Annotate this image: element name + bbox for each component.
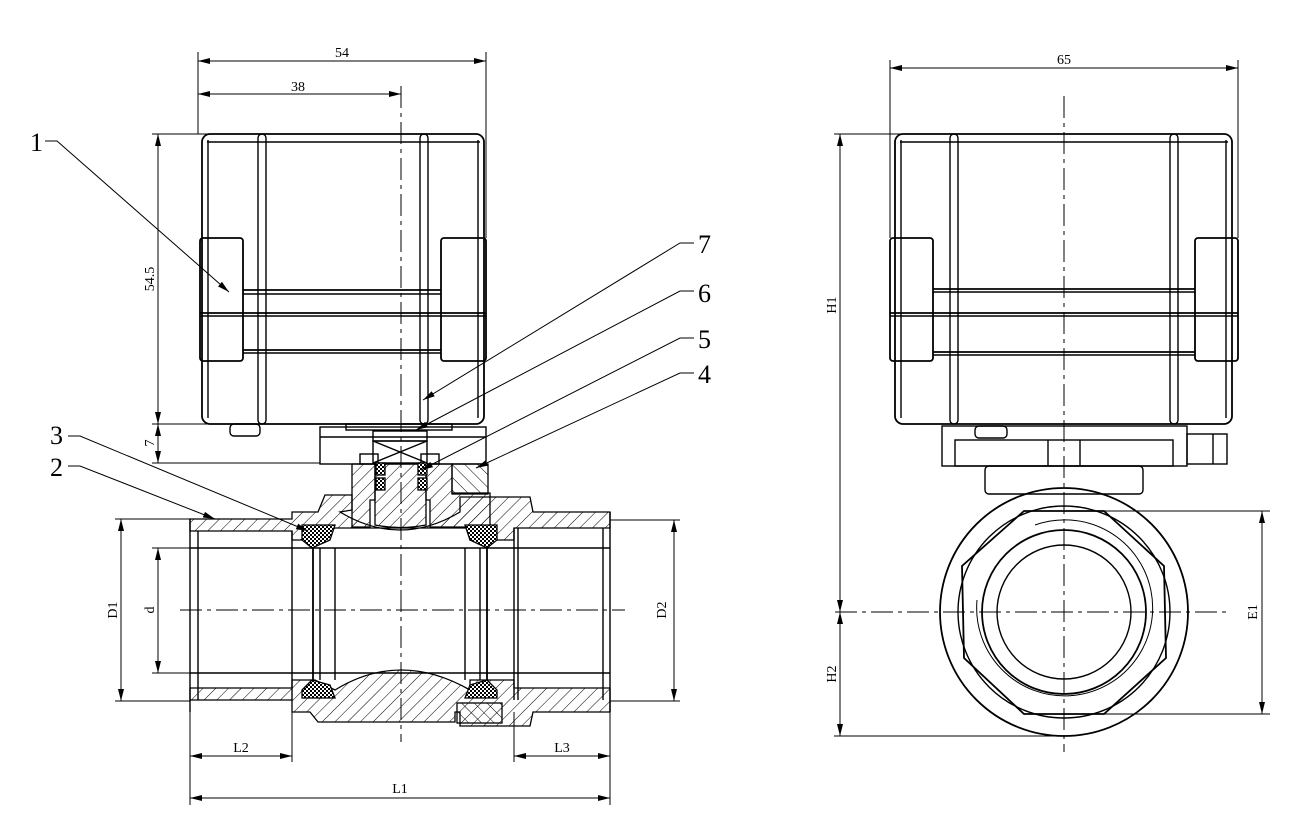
dim-38-label: 38 (291, 80, 305, 95)
dimension-d: d (143, 547, 190, 674)
dim-E1-label: E1 (1246, 604, 1261, 620)
dim-d-label: d (143, 607, 158, 614)
dimension-54-5: 54.5 (143, 133, 260, 425)
dim-7-label: 7 (143, 440, 158, 447)
dimension-7: 7 (143, 424, 320, 464)
dim-L2-label: L2 (233, 741, 249, 756)
front-view: 54 38 54.5 7 D1 d (30, 46, 711, 805)
dim-54-5-label: 54.5 (143, 267, 158, 292)
mounting-bracket (319, 423, 487, 465)
callout-6-label: 6 (698, 279, 711, 308)
dim-L1-label: L1 (392, 782, 408, 797)
callout-5: 5 (420, 325, 711, 471)
callout-1: 1 (30, 128, 230, 293)
callout-4-label: 4 (698, 360, 711, 389)
dim-H1-label: H1 (825, 296, 840, 313)
dim-65-label: 65 (1057, 53, 1071, 68)
dim-L3-label: L3 (554, 741, 570, 756)
side-bracket (941, 425, 1228, 495)
dimension-H2: H2 (825, 612, 1064, 737)
valve-body (189, 494, 611, 727)
callout-2-leader (68, 465, 216, 520)
valve-bonnet (351, 462, 491, 529)
callout-2: 2 (50, 453, 63, 482)
callout-6: 6 (415, 279, 711, 431)
dimension-L1: L1 (190, 782, 610, 801)
callout-7-label: 7 (698, 230, 711, 259)
callout-2-label: 2 (50, 453, 63, 482)
callout-7: 7 (422, 230, 711, 401)
dim-D1-label: D1 (106, 601, 121, 618)
side-view: 65 H1 H2 E1 (825, 53, 1270, 752)
actuator-housing (199, 133, 487, 437)
callout-5-label: 5 (698, 325, 711, 354)
callout-1-label: 1 (30, 128, 43, 157)
dimension-L2: L2 (189, 712, 293, 805)
dimension-E1: E1 (1104, 510, 1270, 715)
dimension-D1: D1 (106, 518, 190, 702)
dim-54-label: 54 (335, 46, 349, 61)
dimension-D2: D2 (610, 519, 680, 702)
dimension-L3: L3 (513, 712, 611, 805)
dimension-65: 65 (889, 53, 1239, 238)
dim-H2-label: H2 (825, 665, 840, 682)
dim-D2-label: D2 (655, 601, 670, 618)
callout-4: 4 (475, 360, 711, 469)
callout-3: 3 (50, 421, 309, 532)
dimension-H1: H1 (825, 133, 950, 612)
dimension-38: 38 (198, 80, 401, 97)
callout-3-label: 3 (50, 421, 63, 450)
